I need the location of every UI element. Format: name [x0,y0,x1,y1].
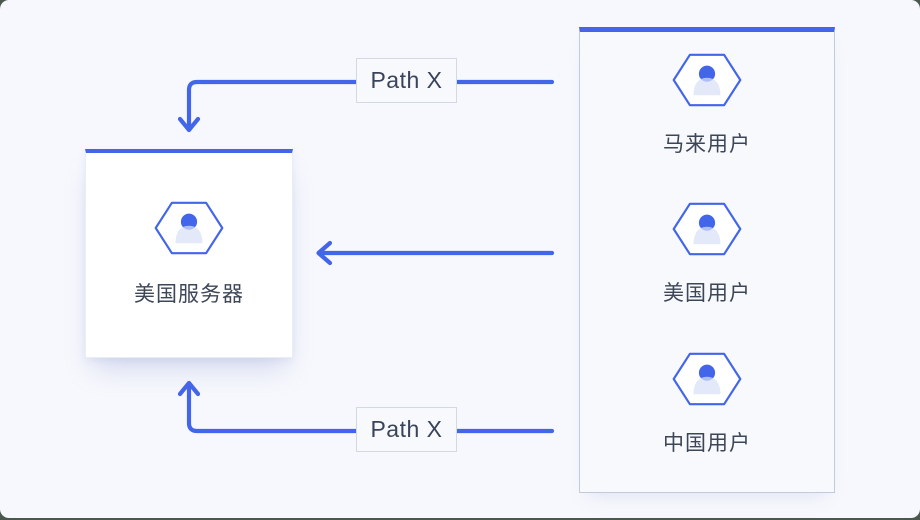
user-label: 中国用户 [663,431,751,455]
user-label: 马来用户 [663,133,751,156]
user-hexagon-icon [672,352,742,406]
user-hexagon-icon [672,53,742,107]
user-node-malaysia: 马来用户 [663,52,751,157]
arrow-middle [316,240,555,266]
users-card: 马来用户 美国用户 中国用户 [579,27,835,493]
user-node-usa: 美国用户 [663,201,751,306]
server-user-hexagon-icon [154,201,224,255]
user-label: 美国用户 [663,282,751,306]
user-node-china: 中国用户 [663,351,751,456]
user-hexagon-icon [672,203,742,256]
path-label-top: Path X [356,58,457,103]
server-card: 美国服务器 [85,149,293,358]
server-label: 美国服务器 [134,283,244,306]
path-label-bottom: Path X [356,407,457,452]
